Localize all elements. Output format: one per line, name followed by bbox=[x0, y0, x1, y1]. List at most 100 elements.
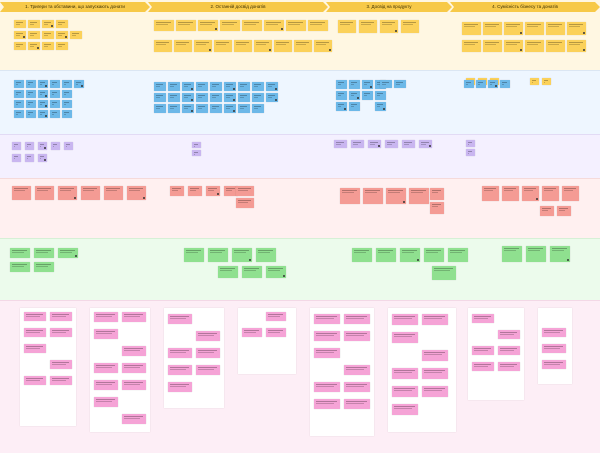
sticky-note[interactable] bbox=[196, 93, 208, 102]
sticky-note[interactable] bbox=[42, 20, 54, 28]
sticky-note[interactable] bbox=[392, 332, 418, 343]
sticky-note[interactable] bbox=[266, 328, 286, 337]
sticky-note[interactable] bbox=[546, 40, 565, 52]
sticky-note[interactable] bbox=[94, 397, 118, 407]
sticky-note[interactable] bbox=[198, 20, 218, 31]
sticky-note[interactable] bbox=[238, 104, 250, 113]
sticky-note[interactable] bbox=[542, 328, 566, 337]
sticky-note[interactable] bbox=[182, 104, 194, 113]
sticky-note[interactable] bbox=[206, 186, 220, 196]
sticky-note[interactable] bbox=[392, 404, 418, 415]
sticky-note[interactable] bbox=[234, 40, 252, 52]
sticky-note[interactable] bbox=[14, 90, 24, 98]
sticky-note[interactable] bbox=[462, 22, 481, 35]
sticky-note[interactable] bbox=[62, 110, 72, 118]
sticky-note[interactable] bbox=[56, 31, 68, 39]
sticky-note[interactable] bbox=[498, 362, 520, 371]
sticky-note[interactable] bbox=[422, 386, 448, 397]
sticky-note[interactable] bbox=[94, 380, 118, 390]
sticky-note[interactable] bbox=[218, 266, 238, 278]
sticky-note[interactable] bbox=[122, 312, 146, 322]
sticky-note[interactable] bbox=[25, 142, 34, 150]
sticky-note[interactable] bbox=[38, 110, 48, 118]
sticky-note[interactable] bbox=[252, 104, 264, 113]
sticky-note[interactable] bbox=[430, 202, 444, 214]
sticky-note[interactable] bbox=[208, 248, 228, 262]
sticky-note[interactable] bbox=[196, 82, 208, 91]
sticky-note[interactable] bbox=[14, 100, 24, 108]
sticky-note[interactable] bbox=[50, 360, 72, 369]
sticky-note[interactable] bbox=[542, 344, 566, 353]
sticky-note[interactable] bbox=[352, 248, 372, 262]
sticky-note[interactable] bbox=[38, 80, 48, 88]
sticky-note[interactable] bbox=[224, 104, 236, 113]
sticky-note[interactable] bbox=[502, 246, 522, 262]
sticky-note[interactable] bbox=[26, 80, 36, 88]
sticky-note[interactable] bbox=[550, 246, 570, 262]
sticky-note[interactable] bbox=[522, 186, 539, 201]
sticky-note[interactable] bbox=[38, 142, 47, 150]
sticky-note[interactable] bbox=[351, 140, 364, 148]
sticky-note[interactable] bbox=[28, 20, 40, 28]
sticky-note[interactable] bbox=[62, 100, 72, 108]
sticky-note[interactable] bbox=[386, 188, 406, 204]
sticky-note[interactable] bbox=[12, 142, 21, 150]
sticky-note[interactable] bbox=[242, 20, 262, 31]
sticky-note[interactable] bbox=[380, 80, 392, 88]
sticky-note[interactable] bbox=[274, 40, 292, 52]
sticky-note[interactable] bbox=[424, 248, 444, 262]
sticky-note[interactable] bbox=[562, 186, 579, 201]
sticky-note[interactable] bbox=[168, 82, 180, 91]
sticky-note[interactable] bbox=[56, 20, 68, 28]
sticky-note[interactable] bbox=[50, 328, 72, 337]
sticky-note[interactable] bbox=[188, 186, 202, 196]
sticky-note[interactable] bbox=[154, 93, 166, 102]
sticky-note[interactable] bbox=[38, 154, 47, 162]
sticky-note[interactable] bbox=[38, 90, 48, 98]
sticky-note[interactable] bbox=[62, 90, 72, 98]
sticky-note[interactable] bbox=[349, 91, 360, 100]
sticky-note[interactable] bbox=[28, 42, 40, 50]
sticky-note[interactable] bbox=[359, 20, 377, 33]
sticky-note[interactable] bbox=[540, 206, 554, 216]
sticky-note[interactable] bbox=[58, 186, 77, 200]
sticky-note[interactable] bbox=[314, 399, 340, 409]
sticky-note[interactable] bbox=[196, 348, 220, 358]
sticky-note[interactable] bbox=[168, 314, 192, 324]
sticky-note[interactable] bbox=[94, 312, 118, 322]
sticky-note[interactable] bbox=[50, 110, 60, 118]
sticky-note[interactable] bbox=[482, 186, 499, 201]
sticky-note[interactable] bbox=[14, 20, 26, 28]
sticky-note[interactable] bbox=[26, 110, 36, 118]
sticky-note[interactable] bbox=[224, 93, 236, 102]
sticky-note[interactable] bbox=[472, 362, 494, 371]
sticky-note[interactable] bbox=[530, 78, 539, 85]
sticky-note[interactable] bbox=[154, 20, 174, 31]
sticky-note[interactable] bbox=[376, 248, 396, 262]
sticky-note[interactable] bbox=[154, 40, 172, 52]
sticky-note[interactable] bbox=[122, 363, 146, 373]
sticky-note[interactable] bbox=[419, 140, 432, 148]
sticky-note[interactable] bbox=[402, 140, 415, 148]
sticky-note[interactable] bbox=[224, 82, 236, 91]
sticky-note[interactable] bbox=[10, 262, 30, 272]
sticky-note[interactable] bbox=[340, 188, 360, 204]
sticky-note[interactable] bbox=[422, 314, 448, 325]
sticky-note[interactable] bbox=[349, 102, 360, 111]
sticky-note[interactable] bbox=[182, 93, 194, 102]
sticky-note[interactable] bbox=[192, 150, 201, 156]
sticky-note[interactable] bbox=[194, 40, 212, 52]
sticky-note[interactable] bbox=[464, 80, 474, 88]
sticky-note[interactable] bbox=[34, 262, 54, 272]
sticky-note[interactable] bbox=[242, 328, 262, 337]
sticky-note[interactable] bbox=[94, 329, 118, 339]
sticky-note[interactable] bbox=[432, 266, 456, 280]
sticky-note[interactable] bbox=[224, 186, 238, 196]
sticky-note[interactable] bbox=[24, 328, 46, 337]
sticky-note[interactable] bbox=[266, 93, 278, 102]
sticky-note[interactable] bbox=[498, 330, 520, 339]
sticky-note[interactable] bbox=[62, 80, 72, 88]
sticky-note[interactable] bbox=[314, 314, 340, 324]
sticky-note[interactable] bbox=[472, 346, 494, 355]
sticky-note[interactable] bbox=[392, 314, 418, 325]
